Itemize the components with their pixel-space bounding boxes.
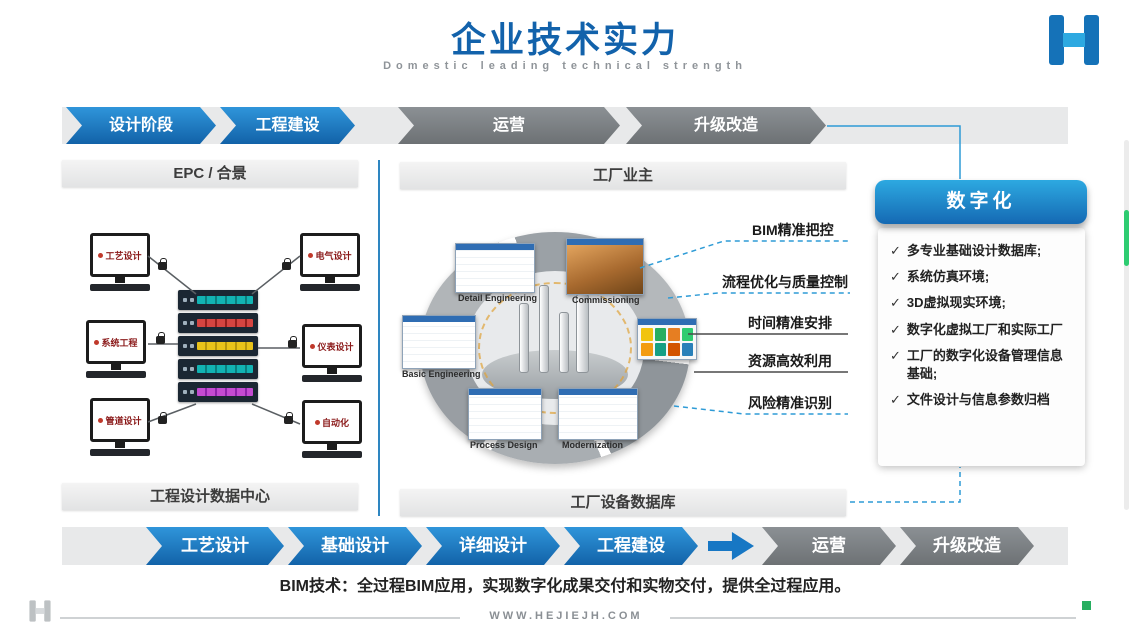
app-logo-icon [98, 417, 104, 423]
bim-summary-note: BIM技术：全过程BIM应用，实现数字化成果交付和实物交付，提供全过程应用。 [279, 578, 851, 595]
bottom-flow-step-detail-design: 详细设计 [426, 527, 560, 565]
plant-column [538, 284, 549, 373]
workstation-electrical-design: 电气设计 [298, 233, 362, 291]
bottom-flow-step-process-design: 工艺设计 [146, 527, 284, 565]
thumbnail-asset-matrix [637, 318, 697, 360]
check-icon: ✓ [890, 269, 901, 285]
keyboard [90, 449, 150, 456]
keyboard [90, 284, 150, 291]
check-icon: ✓ [890, 243, 901, 258]
wheel-label-basic-engineering: Basic Engineering [402, 369, 481, 379]
benefit-resource-efficiency: 资源高效利用 [748, 353, 832, 369]
workstation-label: 电气设计 [315, 250, 352, 261]
app-logo-icon [98, 252, 104, 258]
equipment-database-bar: 工厂设备数据库 [400, 489, 846, 516]
company-logo-icon [1049, 15, 1099, 65]
workstation-system-engineering: 系统工程 [84, 320, 148, 378]
workstation-label: 仪表设计 [317, 341, 354, 352]
digital-item: ✓文件设计与信息参数归档 [890, 391, 1075, 409]
check-icon: ✓ [890, 347, 901, 363]
footer-divider-left [60, 617, 460, 619]
design-data-center-bar: 工程设计数据中心 [62, 483, 358, 510]
epc-header-bar: EPC / 合景 [62, 160, 358, 187]
top-flow-step-operation: 运营 [398, 107, 620, 144]
page-title: 企业技术实力 [450, 21, 679, 60]
thumbnail-process-design [468, 388, 542, 440]
benefit-risk-identification: 风险精准识别 [748, 395, 832, 411]
footer-logo-icon [29, 600, 51, 622]
thumbnail-modernization [558, 388, 638, 440]
bottom-flow-step-construction: 工程建设 [564, 527, 698, 565]
monitor-screen: 管道设计 [90, 398, 150, 442]
workstation-automation: 自动化 [300, 400, 364, 458]
keyboard [302, 375, 362, 382]
workstation-instrument-design: 仪表设计 [300, 324, 364, 382]
wheel-label-modernization: Modernization [562, 440, 623, 450]
page-subtitle: Domestic leading technical strength [383, 60, 747, 72]
wheel-label-commissioning: Commissioning [572, 295, 640, 305]
workstation-label: 管道设计 [105, 415, 142, 426]
benefit-bim-control: BIM精准把控 [752, 222, 834, 238]
keyboard [300, 284, 360, 291]
plant-column [558, 312, 569, 373]
digital-item: ✓工厂的数字化设备管理信息基础; [890, 347, 1075, 383]
digital-item: ✓多专业基础设计数据库; [890, 242, 1075, 260]
lock-icon [282, 258, 291, 270]
workstation-label: 系统工程 [101, 337, 138, 348]
workstation-process-design: 工艺设计 [88, 233, 152, 291]
keyboard [302, 451, 362, 458]
lock-icon [158, 258, 167, 270]
app-logo-icon [310, 343, 316, 349]
monitor-screen: 系统工程 [86, 320, 146, 364]
keyboard [86, 371, 146, 378]
wheel-label-detail-engineering: Detail Engineering [458, 293, 538, 303]
top-flow-step-construction: 工程建设 [220, 107, 355, 144]
bottom-flow-step-basic-design: 基础设计 [288, 527, 422, 565]
workstation-label: 自动化 [321, 417, 349, 428]
app-logo-icon [94, 339, 100, 345]
digital-item: ✓数字化虚拟工厂和实际工厂 [890, 321, 1075, 339]
thumbnail-commissioning [566, 238, 644, 295]
lock-icon [284, 412, 293, 424]
digital-item: ✓系统仿真环境; [890, 268, 1075, 286]
top-flow-step-upgrade: 升级改造 [626, 107, 826, 144]
app-logo-icon [308, 252, 314, 258]
server-rack [178, 290, 258, 405]
bottom-flow-step-operation: 运营 [762, 527, 896, 565]
factory-owner-header-bar: 工厂业主 [400, 162, 846, 189]
scrollbar-thumb[interactable] [1124, 210, 1129, 266]
monitor-screen: 仪表设计 [302, 324, 362, 368]
workstation-label: 工艺设计 [105, 250, 142, 261]
section-divider [378, 160, 380, 516]
thumbnail-detail-engineering [455, 243, 535, 293]
check-icon: ✓ [890, 321, 901, 337]
digital-item: ✓3D虚拟现实环境; [890, 294, 1075, 312]
plant-tank [576, 293, 590, 373]
digitalization-banner: 数字化 [875, 180, 1087, 224]
benefit-time-schedule: 时间精准安排 [748, 315, 832, 331]
digitalization-card: ✓多专业基础设计数据库; ✓系统仿真环境; ✓3D虚拟现实环境; ✓数字化虚拟工… [878, 228, 1085, 466]
monitor-screen: 电气设计 [300, 233, 360, 277]
thumbnail-basic-engineering [402, 315, 476, 369]
workstation-piping-design: 管道设计 [88, 398, 152, 456]
footer-divider-right [670, 617, 1076, 619]
top-flow-step-design: 设计阶段 [66, 107, 216, 144]
plant-column [519, 303, 530, 373]
footer-url: WWW.HEJIEJH.COM [489, 610, 643, 622]
check-icon: ✓ [890, 392, 901, 408]
monitor-screen: 工艺设计 [90, 233, 150, 277]
lock-icon [158, 412, 167, 424]
monitor-screen: 自动化 [302, 400, 362, 444]
bottom-flow-step-upgrade: 升级改造 [900, 527, 1034, 565]
benefit-process-quality: 流程优化与质量控制 [722, 274, 848, 290]
check-icon: ✓ [890, 295, 901, 311]
scrollbar-track[interactable] [1124, 140, 1129, 510]
wheel-label-process-design: Process Design [470, 440, 538, 450]
footer-green-square [1082, 601, 1091, 610]
lock-icon [288, 336, 297, 348]
lock-icon [156, 332, 165, 344]
app-logo-icon [314, 419, 320, 425]
